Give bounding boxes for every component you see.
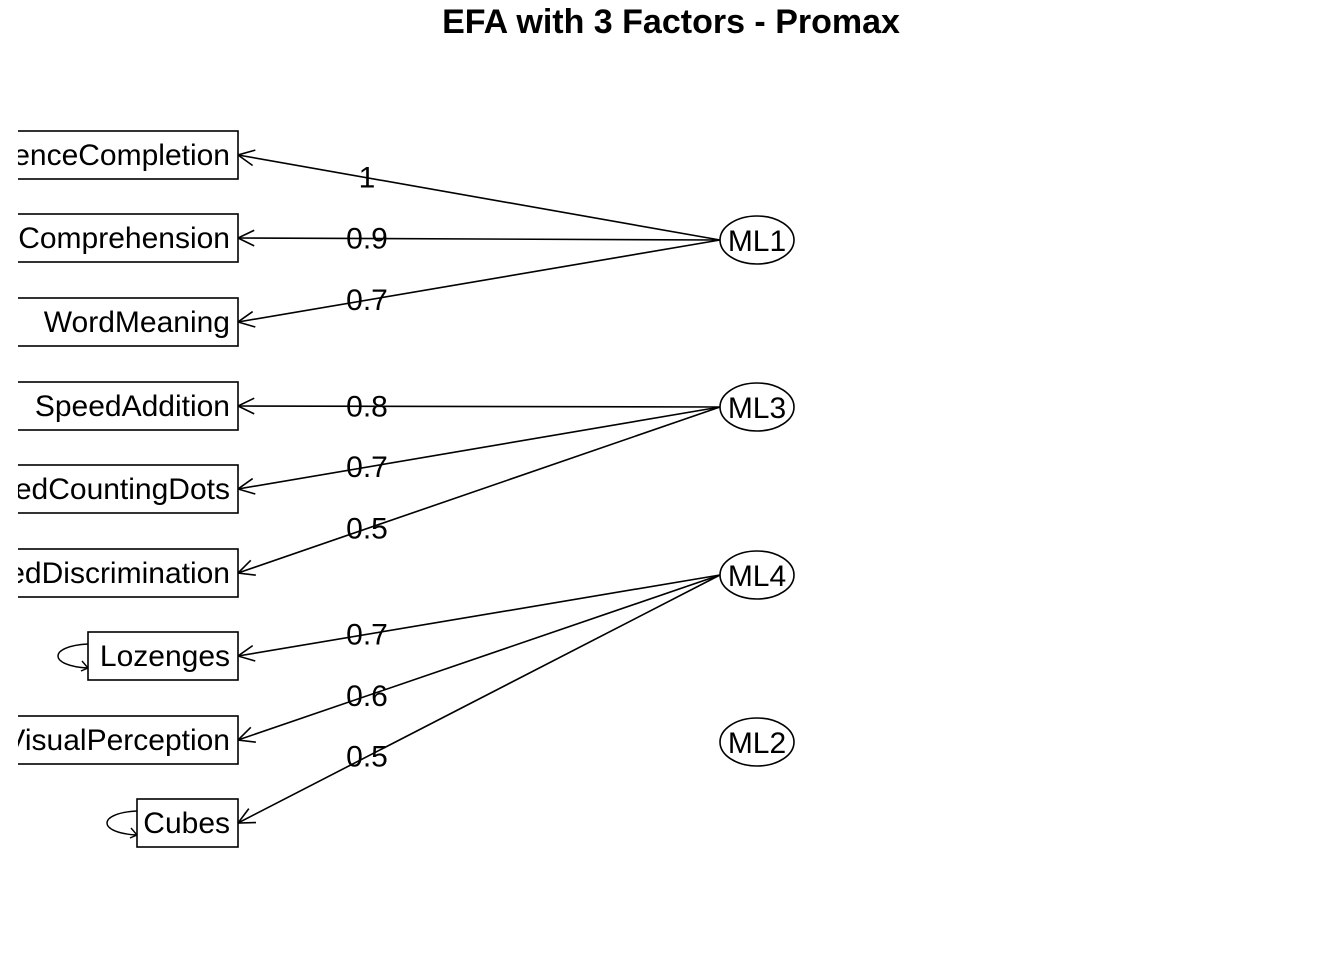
variable-node-speedaddition: SpeedAddition <box>18 381 239 431</box>
variable-nodes: SentenceCompletionComprehensionWordMeani… <box>0 130 239 848</box>
factor-label: ML4 <box>728 560 786 593</box>
loading-edge-f1-v1 <box>237 154 721 241</box>
variable-node-visualperception: VisualPerception <box>5 715 239 765</box>
variable-label: SentenceCompletion <box>0 139 230 172</box>
loading-label-v9: 0.5 <box>346 741 388 774</box>
error-loop-v7 <box>57 643 89 669</box>
factor-label: ML3 <box>728 392 786 425</box>
error-loop-head-v9 <box>129 827 139 839</box>
loading-edge-f3-v8 <box>237 574 721 741</box>
factor-label: ML1 <box>728 225 786 258</box>
variable-label: Lozenges <box>100 640 230 673</box>
variable-box <box>18 464 239 514</box>
factor-label: ML2 <box>728 727 786 760</box>
error-loop-head-v7 <box>80 660 90 672</box>
loading-edge-f3-v9 <box>237 574 721 824</box>
loading-label-v8: 0.6 <box>346 680 388 713</box>
diagram-title: EFA with 3 Factors - Promax <box>442 3 900 41</box>
variable-label: StraightCurvedDiscrimination <box>0 557 230 590</box>
variable-label: Comprehension <box>18 222 230 255</box>
loading-label-v6: 0.5 <box>346 513 388 546</box>
variable-box <box>18 297 239 347</box>
factor-node-ml4: ML4 <box>719 550 795 600</box>
loading-edge-f1-v2 <box>237 237 721 241</box>
factor-ellipse <box>719 215 795 265</box>
variable-box <box>18 130 239 180</box>
factor-node-ml1: ML1 <box>719 215 795 265</box>
factor-ellipse <box>719 382 795 432</box>
loading-label-v5: 0.7 <box>346 451 388 484</box>
variable-node-straightcurveddiscrimination: StraightCurvedDiscrimination <box>0 548 239 598</box>
loading-label-v3: 0.7 <box>346 284 388 317</box>
loading-edge-f2-v6 <box>237 406 721 574</box>
error-loop-v9 <box>106 810 138 836</box>
variable-node-comprehension: Comprehension <box>18 213 239 263</box>
loading-label-v1: 1 <box>359 162 376 195</box>
variable-node-lozenges: Lozenges <box>87 631 239 681</box>
variable-node-cubes: Cubes <box>136 798 239 848</box>
variable-node-speedcountingdots: SpeedCountingDots <box>0 464 239 514</box>
variable-box <box>18 381 239 431</box>
variable-box <box>87 631 239 681</box>
loading-edges <box>236 149 721 824</box>
factor-ellipse <box>719 717 795 767</box>
loading-label-v4: 0.8 <box>346 390 388 423</box>
loading-edge-f3-v7 <box>237 574 721 657</box>
variable-box <box>18 213 239 263</box>
variable-label: SpeedAddition <box>35 390 230 423</box>
factor-ellipse <box>719 550 795 600</box>
factor-node-ml2: ML2 <box>719 717 795 767</box>
loading-edge-f1-v3 <box>237 239 721 323</box>
variable-box <box>18 548 239 598</box>
loading-label-v7: 0.7 <box>346 618 388 651</box>
loading-label-v2: 0.9 <box>346 223 388 256</box>
variable-label: WordMeaning <box>44 306 230 339</box>
variable-node-wordmeaning: WordMeaning <box>18 297 239 347</box>
loading-labels: 1 0.9 0.7 0.8 0.7 0.5 0.7 0.6 0.5 <box>346 162 388 774</box>
variable-label: VisualPerception <box>5 724 230 757</box>
factor-node-ml3: ML3 <box>719 382 795 432</box>
loading-edge-f2-v4 <box>237 405 721 408</box>
variable-label: Cubes <box>143 807 230 840</box>
variable-label: SpeedCountingDots <box>0 473 230 506</box>
variable-box <box>18 715 239 765</box>
variable-node-sentencecompletion: SentenceCompletion <box>0 130 239 180</box>
variable-box <box>136 798 239 848</box>
loading-edge-f2-v5 <box>237 406 721 490</box>
